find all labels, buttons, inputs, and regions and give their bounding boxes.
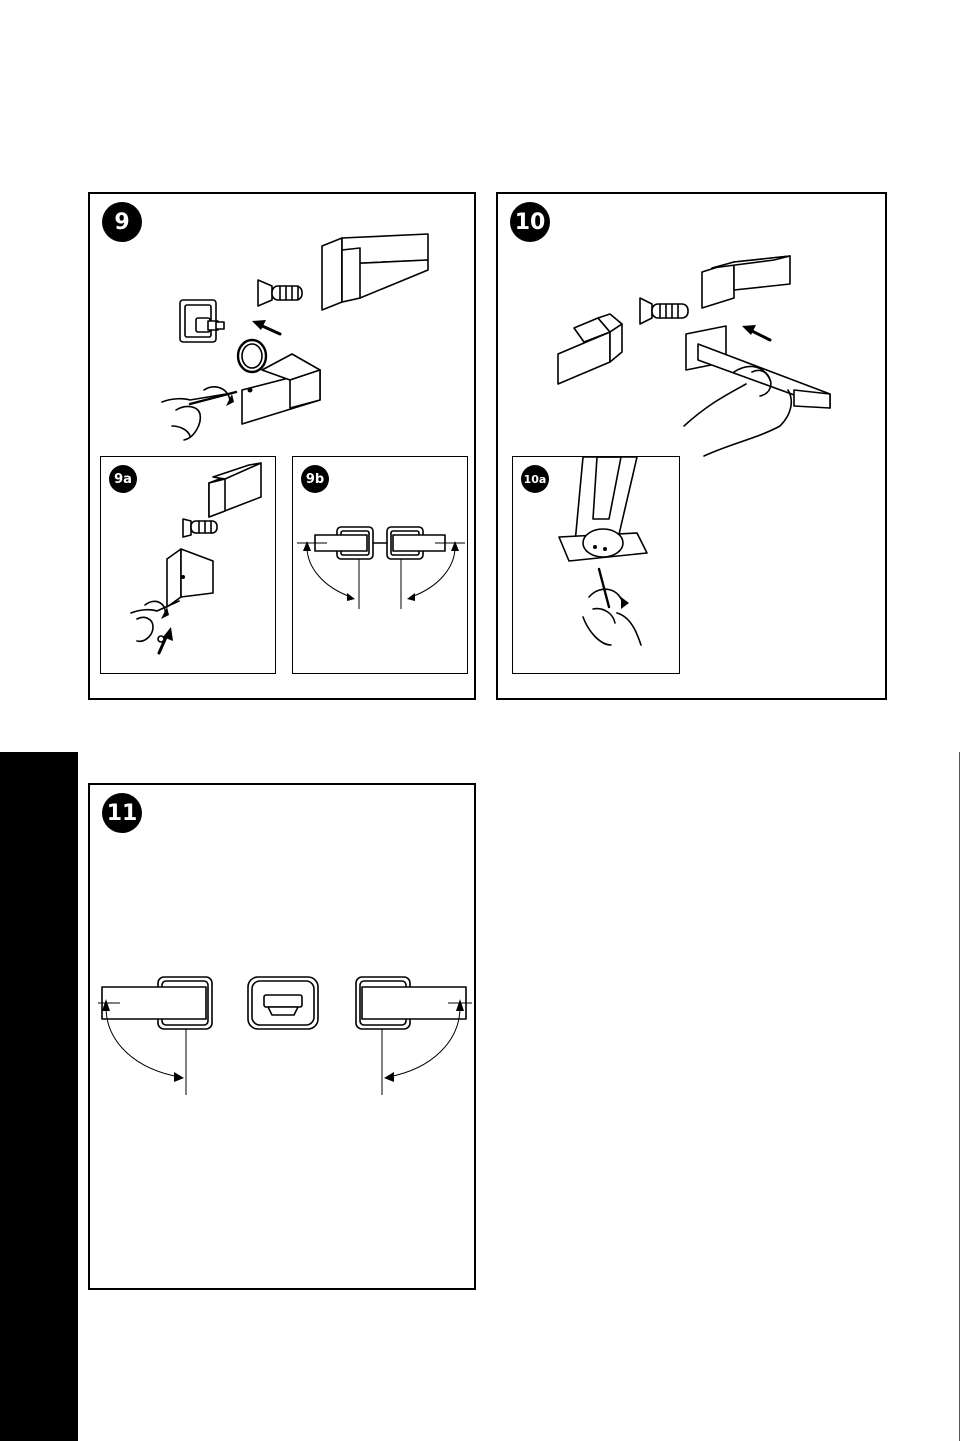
- step-9-panel: 9: [88, 192, 476, 700]
- wall-plate-with-fitting: [180, 300, 224, 342]
- rosette-base: [559, 529, 647, 561]
- insert-arrow-icon: [252, 320, 280, 334]
- step-9-illustration: [90, 194, 478, 464]
- step-11-illustration: [90, 785, 478, 1292]
- hand-with-hex-key-icon: [162, 387, 236, 440]
- lever-handle-top: [322, 234, 428, 310]
- anchor-screw: [258, 280, 302, 306]
- lever-handle-left: [558, 314, 622, 384]
- step-9a-illustration: [101, 457, 277, 675]
- step-10a-panel: 10a: [512, 456, 680, 674]
- lever-handle-installing: [242, 354, 320, 424]
- step-9a-panel: 9a: [100, 456, 276, 674]
- step-11-panel: 11: [88, 783, 476, 1290]
- anchor-screw: [640, 298, 688, 324]
- mounting-bracket: [167, 549, 213, 607]
- lever-handle-top: [702, 256, 790, 308]
- step-9b-illustration: [293, 457, 469, 675]
- handle-cap: [209, 463, 261, 517]
- page-edge-line: [959, 752, 960, 1441]
- page-edge-tab: [0, 752, 78, 1441]
- step-10-illustration: [498, 194, 889, 464]
- center-rosette-front: [248, 977, 318, 1029]
- push-arrow-icon: [159, 627, 173, 653]
- step-10-panel: 10: [496, 192, 887, 700]
- step-10a-illustration: [513, 457, 681, 675]
- step-9b-panel: 9b: [292, 456, 468, 674]
- insert-arrow-icon: [742, 325, 770, 340]
- hand-with-hex-key-icon: [583, 569, 641, 645]
- anchor-screw-small: [183, 519, 217, 537]
